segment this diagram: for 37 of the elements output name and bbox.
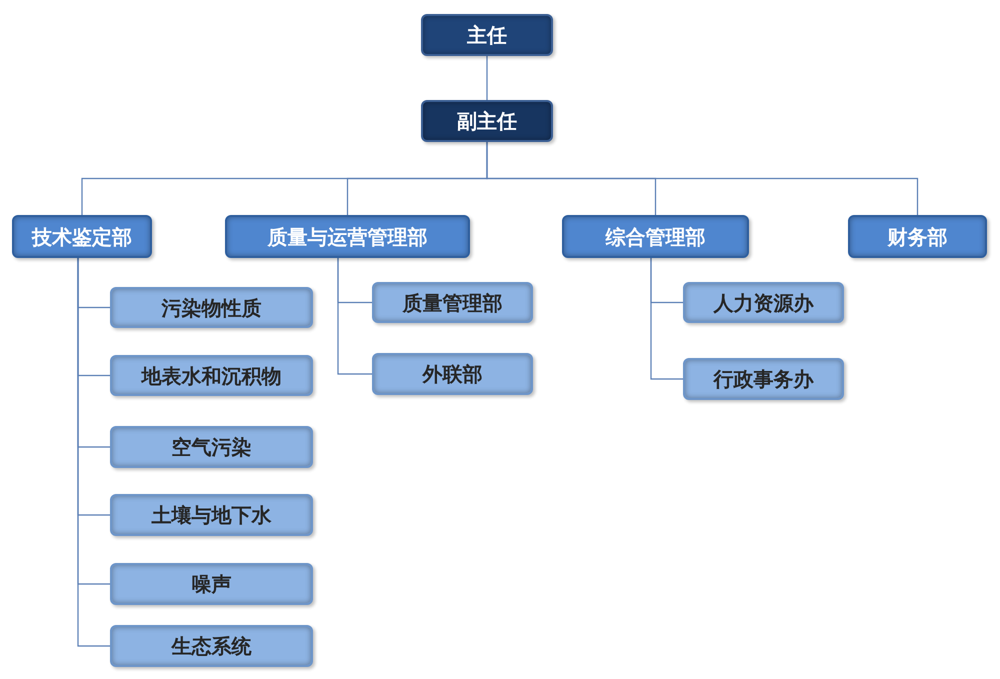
unit-box <box>110 426 313 468</box>
box-label: 噪声 <box>192 571 232 598</box>
unit-box <box>110 563 313 605</box>
box-label: 行政事务办 <box>714 366 814 393</box>
box-label: 质量与运营管理部 <box>268 224 428 250</box>
connector-line <box>486 56 488 100</box>
box-label: 人力资源办 <box>714 290 814 316</box>
box-label: 综合管理部 <box>606 224 706 250</box>
title-box <box>421 100 553 142</box>
box-label: 技术鉴定部 <box>32 224 132 250</box>
department-box <box>848 215 987 258</box>
unit-box <box>110 287 313 328</box>
box-label: 土壤与地下水 <box>152 502 272 529</box>
box-label: 质量管理部 <box>402 290 502 316</box>
department-box <box>225 215 470 258</box>
unit-box <box>683 358 844 400</box>
box-label: 污染物性质 <box>162 294 262 322</box>
connector-line <box>77 258 110 647</box>
box-label: 财务部 <box>888 224 948 250</box>
department-box <box>562 215 749 258</box>
box-label: 地表水和沉积物 <box>142 362 282 390</box>
box-label: 副主任 <box>457 108 517 135</box>
unit-box <box>110 355 313 396</box>
unit-box <box>110 625 313 667</box>
box-label: 主任 <box>467 22 507 49</box>
connector-line <box>486 142 918 215</box>
department-box <box>12 215 152 258</box>
unit-box <box>110 494 313 536</box>
unit-box <box>683 282 844 323</box>
box-label: 生态系统 <box>172 633 252 660</box>
unit-box <box>372 353 533 395</box>
box-label: 空气污染 <box>172 434 252 461</box>
connector-line <box>337 258 372 375</box>
unit-box <box>372 282 533 323</box>
title-box <box>421 14 553 56</box>
connector-line <box>650 258 683 380</box>
box-label: 外联部 <box>422 361 482 388</box>
